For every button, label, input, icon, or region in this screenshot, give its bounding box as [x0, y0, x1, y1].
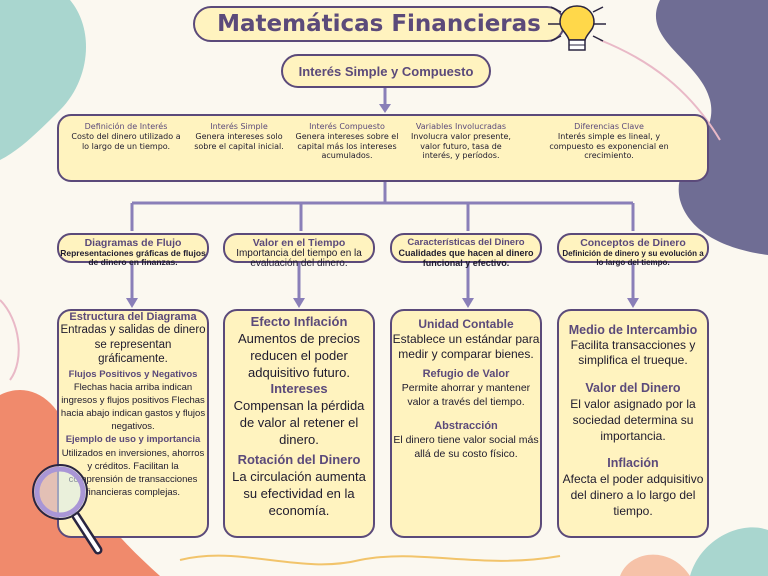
detail-text: La circulación aumenta su efectividad en…: [232, 469, 366, 518]
detail-card: Unidad Contable Establece un estándar pa…: [390, 309, 542, 538]
overview-band: Definición de Interés Costo del dinero u…: [57, 114, 709, 182]
category-box: Valor en el Tiempo Importancia del tiemp…: [223, 233, 375, 269]
category-box: Conceptos de Dinero Definición de dinero…: [557, 233, 709, 267]
lightbulb-icon: [548, 5, 606, 51]
detail-text: Compensan la pérdida de valor al retener…: [233, 398, 365, 447]
category-heading: Características del Dinero: [407, 237, 525, 248]
detail-text: Entradas y salidas de dinero se represen…: [60, 324, 206, 365]
subtitle: Interés Simple y Compuesto: [298, 63, 474, 79]
magnifier-icon: [32, 464, 103, 555]
category-heading: Valor en el Tiempo: [252, 237, 346, 249]
overview-heading: Interés Compuesto: [309, 122, 385, 131]
overview-text: Genera intereses sobre el capital más lo…: [295, 132, 399, 160]
category-heading: Conceptos de Dinero: [580, 237, 686, 249]
detail-text: Establece un estándar para medir y compa…: [392, 332, 540, 361]
detail-heading: Valor del Dinero: [585, 381, 681, 395]
overview-item: Interés Simple Genera intereses solo sob…: [189, 122, 289, 151]
detail-text: Afecta el poder adquisitivo del dinero a…: [562, 472, 704, 518]
detail-text: Facilita transacciones y simplifica el t…: [570, 338, 696, 367]
page-title: Matemáticas Financieras: [217, 11, 541, 37]
detail-text: Flechas hacia arriba indican ingresos y …: [60, 382, 206, 432]
overview-item: Diferencias Clave Interés simple es line…: [539, 122, 679, 161]
category-box: Diagramas de Flujo Representaciones gráf…: [57, 233, 209, 267]
overview-heading: Diferencias Clave: [574, 122, 644, 131]
detail-text: El valor asignado por la sociedad determ…: [570, 397, 696, 443]
detail-text: Utilizados en inversiones, ahorros y cré…: [61, 447, 205, 498]
category-heading: Diagramas de Flujo: [84, 237, 182, 249]
overview-heading: Definición de Interés: [84, 122, 168, 131]
detail-heading: Efecto Inflación: [250, 314, 348, 329]
detail-heading: Inflación: [607, 456, 659, 470]
detail-heading: Intereses: [270, 381, 328, 396]
detail-card: Efecto Inflación Aumentos de precios red…: [223, 309, 375, 538]
overview-text: Costo del dinero utilizado a lo largo de…: [71, 132, 181, 151]
overview-item: Variables Involucradas Involucra valor p…: [411, 122, 511, 161]
detail-text: Aumentos de precios reducen el poder adq…: [237, 331, 361, 380]
category-text: Cualidades que hacen al dinero funcional…: [398, 248, 534, 268]
subtitle-banner: Interés Simple y Compuesto: [281, 54, 491, 88]
overview-heading: Interés Simple: [210, 122, 268, 131]
detail-heading: Unidad Contable: [418, 317, 514, 331]
overview-heading: Variables Involucradas: [415, 122, 507, 131]
title-banner: Matemáticas Financieras: [193, 6, 565, 42]
detail-heading: Abstracción: [434, 420, 498, 432]
category-text: Importancia del tiempo en la evaluación …: [236, 248, 362, 269]
detail-heading: Medio de Intercambio: [568, 323, 698, 337]
detail-text: El dinero tiene valor social más allá de…: [393, 434, 539, 460]
detail-heading: Rotación del Dinero: [237, 452, 361, 467]
overview-text: Involucra valor presente, valor futuro, …: [411, 132, 511, 160]
overview-item: Definición de Interés Costo del dinero u…: [71, 122, 181, 151]
category-text: Representaciones gráficas de flujos de d…: [60, 248, 206, 267]
detail-heading: Flujos Positivos y Negativos: [68, 368, 198, 380]
detail-text: Permite ahorrar y mantener valor a travé…: [401, 382, 531, 408]
detail-card: Medio de Intercambio Facilita transaccio…: [557, 309, 709, 538]
detail-heading: Estructura del Diagrama: [69, 311, 197, 323]
detail-heading: Refugio de Valor: [422, 368, 510, 380]
overview-item: Interés Compuesto Genera intereses sobre…: [295, 122, 399, 161]
detail-heading: Ejemplo de uso y importancia: [65, 434, 201, 445]
category-text: Definición de dinero y su evolución a lo…: [562, 249, 704, 267]
overview-text: Genera intereses solo sobre el capital i…: [194, 132, 284, 151]
category-box: Características del Dinero Cualidades qu…: [390, 233, 542, 267]
overview-text: Interés simple es lineal, y compuesto es…: [549, 132, 669, 160]
